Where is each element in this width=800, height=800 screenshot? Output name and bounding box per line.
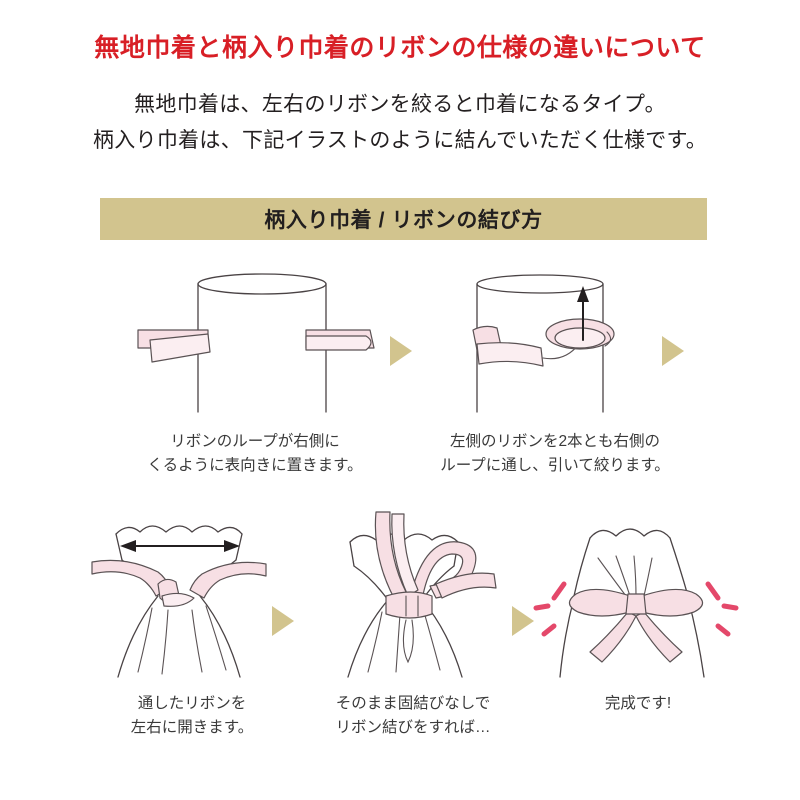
- step-2-caption-line-1: 左側のリボンを2本とも右側の: [449, 433, 661, 450]
- step-3-caption: 通したリボンを 左右に開きます。: [90, 692, 294, 740]
- step-2-caption-line-2: ループに通し、引いて絞ります。: [440, 457, 670, 475]
- page-title: 無地巾着と柄入り巾着のリボンの仕様の違いについて: [94, 34, 706, 62]
- lead-line-1: 無地巾着は、左右のリボンを絞ると巾着になるタイプ。: [134, 93, 666, 116]
- step-4-caption-line-2: リボン結びをすれば…: [335, 719, 491, 737]
- lead-line-2: 柄入り巾着は、下記イラストのように結んでいただく仕様です。: [92, 129, 708, 152]
- step-1-caption-line-2: くるように表向きに置きます。: [147, 457, 363, 475]
- step-5-caption-line-1: 完成です!: [604, 695, 672, 712]
- step-4-illustration: [318, 511, 508, 678]
- step-2-caption: 左側のリボンを2本とも右側の ループに通し、引いて絞ります。: [415, 430, 695, 478]
- step-3-caption-line-2: 左右に開きます。: [130, 719, 254, 737]
- step-5-caption: 完成です!: [538, 692, 738, 716]
- arrow-step4-to-step5: [512, 606, 534, 636]
- section-banner: 柄入り巾着 / リボンの結び方: [100, 198, 707, 240]
- step-3-caption-line-1: 通したリボンを: [137, 695, 247, 712]
- step-4-caption-line-1: そのまま固結びなしで: [335, 695, 491, 712]
- step-5-illustration: [533, 512, 739, 678]
- step-2-illustration: [455, 252, 655, 413]
- arrow-step1-to-step2: [390, 336, 412, 366]
- arrow-step2-to-step3: [662, 336, 684, 366]
- step-3-illustration: [91, 512, 292, 678]
- step-4-caption: そのまま固結びなしで リボン結びをすれば…: [304, 692, 522, 740]
- section-banner-label: 柄入り巾着 / リボンの結び方: [264, 209, 543, 232]
- step-1-caption: リボンのループが右側に くるように表向きに置きます。: [122, 430, 388, 478]
- arrow-step3-to-step4: [272, 606, 294, 636]
- step-1-illustration: [130, 252, 380, 413]
- step-1-caption-line-1: リボンのループが右側に: [170, 433, 340, 450]
